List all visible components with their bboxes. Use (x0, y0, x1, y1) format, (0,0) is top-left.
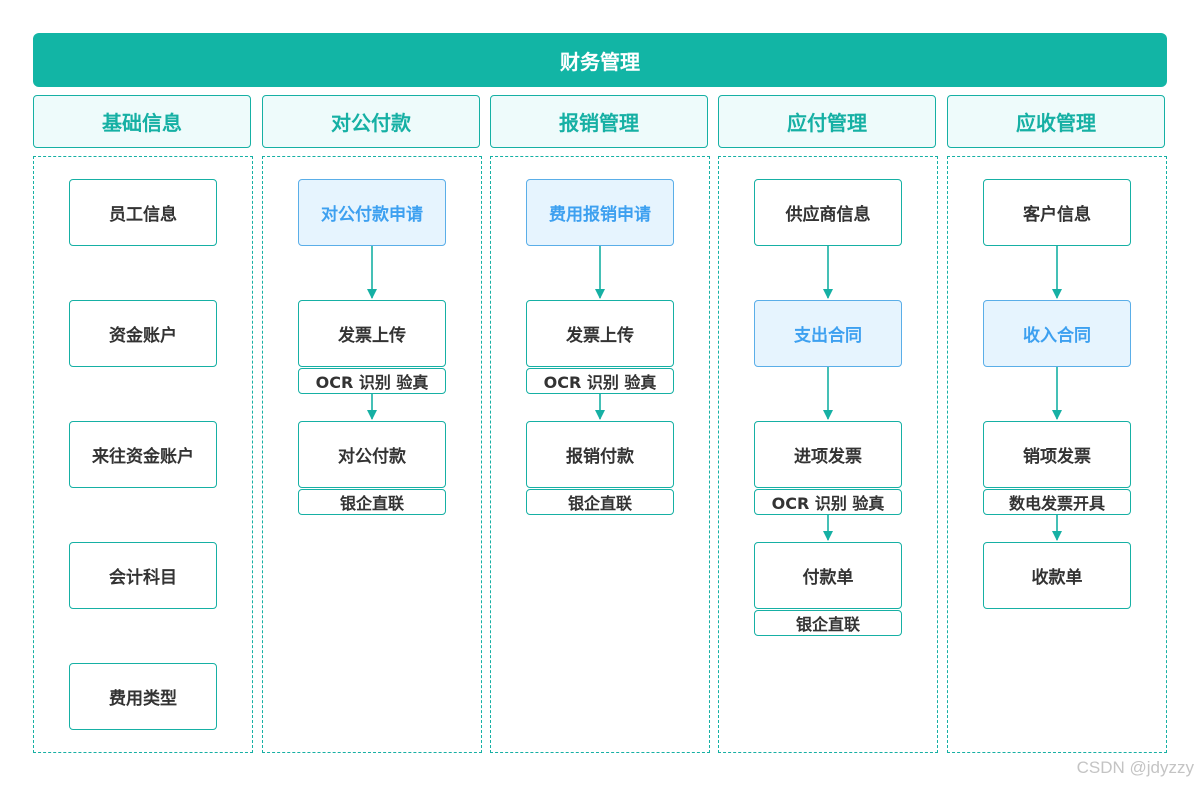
tag-ocr-verify: OCR 识别 验真 (298, 368, 446, 394)
node-fund-account: 资金账户 (69, 300, 217, 367)
column-header-receivables: 应收管理 (947, 95, 1165, 148)
column-frame-reimbursement (490, 156, 710, 753)
column-frame-corporate-payment (262, 156, 482, 753)
node-corporate-payment: 对公付款 (298, 421, 446, 488)
node-counterparty-account: 来往资金账户 (69, 421, 217, 488)
tag-bank-direct-link: 银企直联 (754, 610, 902, 636)
node-payment-order: 付款单 (754, 542, 902, 609)
column-frame-receivables (947, 156, 1167, 753)
column-frame-payables (718, 156, 938, 753)
node-accounting-subject: 会计科目 (69, 542, 217, 609)
node-input-invoice: 进项发票 (754, 421, 902, 488)
column-header-reimbursement: 报销管理 (490, 95, 708, 148)
column-header-basic-info: 基础信息 (33, 95, 251, 148)
node-customer-info: 客户信息 (983, 179, 1131, 246)
column-frame-basic-info (33, 156, 253, 753)
node-revenue-contract: 收入合同 (983, 300, 1131, 367)
node-expense-type: 费用类型 (69, 663, 217, 730)
node-expenditure-contract: 支出合同 (754, 300, 902, 367)
tag-bank-direct-link: 银企直联 (298, 489, 446, 515)
tag-digital-invoice-issue: 数电发票开具 (983, 489, 1131, 515)
node-invoice-upload: 发票上传 (298, 300, 446, 367)
tag-ocr-verify: OCR 识别 验真 (526, 368, 674, 394)
watermark: CSDN @jdyzzy (1076, 758, 1194, 777)
node-receipt-order: 收款单 (983, 542, 1131, 609)
column-header-payables: 应付管理 (718, 95, 936, 148)
node-output-invoice: 销项发票 (983, 421, 1131, 488)
node-invoice-upload: 发票上传 (526, 300, 674, 367)
node-expense-reimbursement-request: 费用报销申请 (526, 179, 674, 246)
column-header-corporate-payment: 对公付款 (262, 95, 480, 148)
tag-ocr-verify: OCR 识别 验真 (754, 489, 902, 515)
node-reimbursement-payment: 报销付款 (526, 421, 674, 488)
node-employee-info: 员工信息 (69, 179, 217, 246)
node-supplier-info: 供应商信息 (754, 179, 902, 246)
diagram-title-banner: 财务管理 (33, 33, 1167, 87)
node-corporate-payment-request: 对公付款申请 (298, 179, 446, 246)
tag-bank-direct-link: 银企直联 (526, 489, 674, 515)
